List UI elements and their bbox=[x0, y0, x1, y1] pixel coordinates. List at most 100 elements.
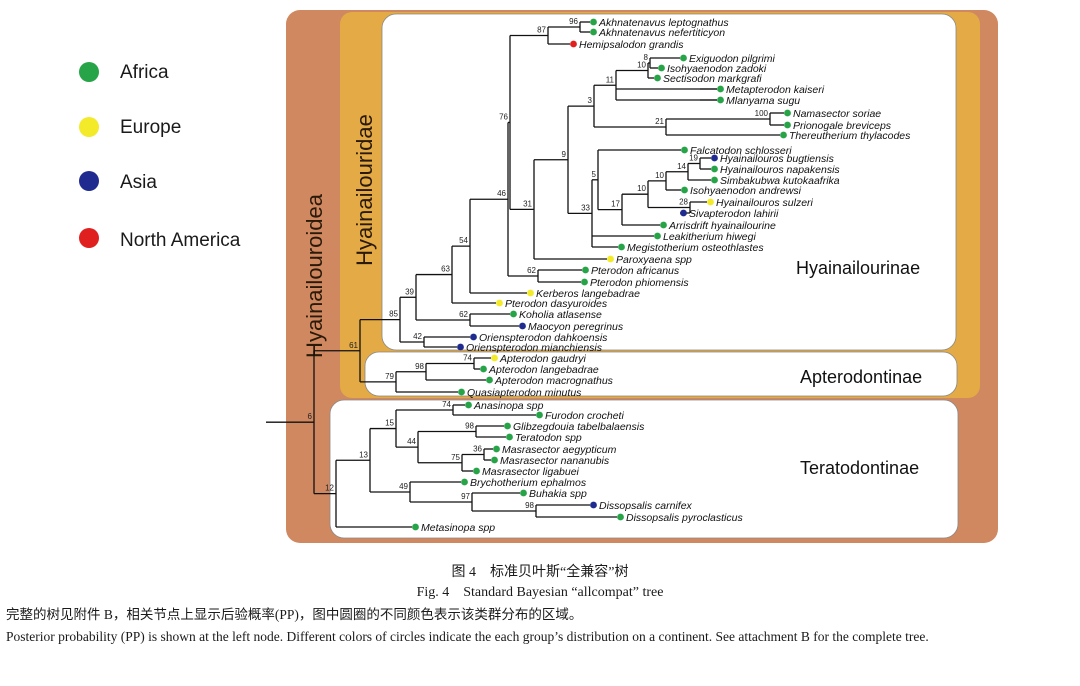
taxon-label: Orienspterodon dahkoensis bbox=[479, 332, 608, 344]
taxon-region-dot bbox=[473, 467, 480, 475]
node-support-label: 61 bbox=[349, 341, 358, 350]
taxon-region-dot bbox=[681, 186, 688, 194]
taxon-region-dot bbox=[536, 411, 543, 419]
taxon-region-dot bbox=[711, 165, 718, 173]
taxon-region-dot bbox=[780, 131, 787, 139]
taxon-label: Sectisodon markgrafi bbox=[663, 73, 762, 85]
taxon-region-dot bbox=[658, 64, 665, 72]
node-support-label: 10 bbox=[637, 61, 646, 70]
taxon-label: Namasector soriae bbox=[793, 108, 881, 120]
legend-north-america-label: North America bbox=[120, 230, 241, 251]
taxon-region-dot bbox=[491, 354, 498, 362]
taxon-region-dot bbox=[680, 209, 687, 217]
taxon-label: Pterodon africanus bbox=[591, 265, 680, 277]
legend-asia-dot bbox=[79, 171, 99, 191]
taxon-label: Anasinopa spp bbox=[473, 400, 544, 412]
taxon-label: Leakitherium hiwegi bbox=[663, 231, 756, 243]
taxon-region-dot bbox=[618, 243, 625, 251]
taxon-region-dot bbox=[457, 343, 464, 351]
legend-africa-label: Africa bbox=[120, 62, 169, 83]
taxon-label: Metasinopa spp bbox=[421, 522, 495, 534]
taxon-region-dot bbox=[717, 96, 724, 104]
node-support-label: 63 bbox=[441, 265, 450, 274]
taxon-label: Apterodon macrognathus bbox=[494, 375, 614, 387]
node-support-label: 76 bbox=[499, 112, 508, 121]
taxon-label: Quasiapterodon minutus bbox=[467, 387, 582, 399]
taxon-region-dot bbox=[590, 28, 597, 36]
node-support-label: 14 bbox=[677, 162, 686, 171]
node-support-label: 54 bbox=[459, 236, 468, 245]
node-support-label: 39 bbox=[405, 287, 414, 296]
phylogeny-figure: Hyainailouroidea Hyainailouridae Hyainai… bbox=[79, 0, 998, 543]
node-support-label: 3 bbox=[588, 96, 593, 105]
node-support-label: 6 bbox=[308, 412, 313, 421]
node-support-label: 31 bbox=[523, 199, 532, 208]
taxon-label: Masrasector ligabuei bbox=[482, 466, 580, 478]
tree-branches bbox=[266, 21, 784, 528]
taxon-region-dot bbox=[784, 109, 791, 117]
superfamily-label: Hyainailouroidea bbox=[302, 193, 327, 358]
subfamily-label-hyainailourinae: Hyainailourinae bbox=[796, 258, 920, 278]
legend-north-america-dot bbox=[79, 228, 99, 248]
taxon-region-dot bbox=[582, 266, 589, 274]
node-support-label: 13 bbox=[359, 450, 368, 459]
node-support-label: 98 bbox=[465, 422, 474, 431]
taxon-label: Glibzegdouia tabelbalaensis bbox=[513, 421, 645, 433]
taxon-region-dot bbox=[458, 388, 465, 396]
taxon-region-dot bbox=[412, 523, 419, 531]
taxon-region-dot bbox=[681, 146, 688, 154]
node-support-label: 46 bbox=[497, 189, 506, 198]
node-support-label: 44 bbox=[407, 437, 416, 446]
legend-asia-label: Asia bbox=[120, 172, 157, 193]
legend: Africa Europe Asia North America bbox=[79, 62, 241, 251]
taxon-region-dot bbox=[654, 74, 661, 82]
taxon-region-dot bbox=[590, 18, 597, 26]
taxon-label: Akhnatenavus leptognathus bbox=[598, 17, 729, 29]
figure-caption: 图 4 标准贝叶斯“全兼容”树 Fig. 4 Standard Bayesian… bbox=[0, 563, 1080, 647]
taxon-region-dot bbox=[707, 198, 714, 206]
node-support-label: 74 bbox=[463, 354, 472, 363]
hyainailourinae-panel bbox=[381, 13, 957, 351]
taxon-label: Hyainailouros napakensis bbox=[720, 164, 840, 176]
taxon-region-dot bbox=[527, 289, 534, 297]
taxon-region-dot bbox=[607, 255, 614, 263]
taxon-region-dot bbox=[519, 322, 526, 330]
caption-title-en: Fig. 4 Standard Bayesian “allcompat” tre… bbox=[416, 585, 664, 600]
taxon-label: Koholia atlasense bbox=[519, 309, 602, 321]
taxon-label: Furodon crocheti bbox=[545, 410, 624, 422]
taxon-label: Hyainailouros sulzeri bbox=[716, 197, 814, 209]
taxon-region-dot bbox=[504, 422, 511, 430]
taxon-label: Masrasector aegypticum bbox=[502, 444, 617, 456]
taxon-label: Hyainailouros bugtiensis bbox=[720, 153, 835, 165]
node-support-label: 19 bbox=[689, 154, 698, 163]
node-support-label: 49 bbox=[399, 482, 408, 491]
node-support-label: 36 bbox=[473, 445, 482, 454]
taxon-region-dot bbox=[510, 310, 517, 318]
legend-europe-label: Europe bbox=[120, 117, 181, 138]
taxon-label: Orienspterodon mianchiensis bbox=[466, 342, 603, 354]
taxon-label: Akhnatenavus nefertiticyon bbox=[598, 27, 725, 39]
subfamily-label-apterodontinae: Apterodontinae bbox=[800, 367, 922, 387]
taxon-region-dot bbox=[486, 376, 493, 384]
taxon-label: Brychotherium ephalmos bbox=[470, 477, 587, 489]
phylogeny-svg: Hyainailouroidea Hyainailouridae Hyainai… bbox=[79, 0, 998, 543]
taxon-label: Thereutherium thylacodes bbox=[789, 130, 911, 142]
node-support-label: 24 bbox=[689, 0, 698, 2]
node-support-label: 9 bbox=[562, 150, 567, 159]
taxon-label: Teratodon spp bbox=[515, 432, 582, 444]
node-support-label: 8 bbox=[644, 53, 649, 62]
taxon-label: Dissopsalis pyroclasticus bbox=[626, 512, 743, 524]
legend-africa-dot bbox=[79, 62, 99, 82]
node-support-label: 98 bbox=[415, 362, 424, 371]
taxon-region-dot bbox=[461, 478, 468, 486]
apterodontinae-panel bbox=[364, 351, 958, 397]
taxon-region-dot bbox=[784, 121, 791, 129]
node-support-label: 5 bbox=[592, 170, 597, 179]
taxon-region-dot bbox=[506, 433, 513, 441]
taxon-label: Arrisdrift hyainailourine bbox=[668, 220, 776, 232]
taxon-region-dot bbox=[496, 299, 503, 307]
node-support-label: 42 bbox=[413, 332, 422, 341]
node-support-label: 75 bbox=[451, 453, 460, 462]
taxon-label: Pterodon phiomensis bbox=[590, 277, 689, 289]
